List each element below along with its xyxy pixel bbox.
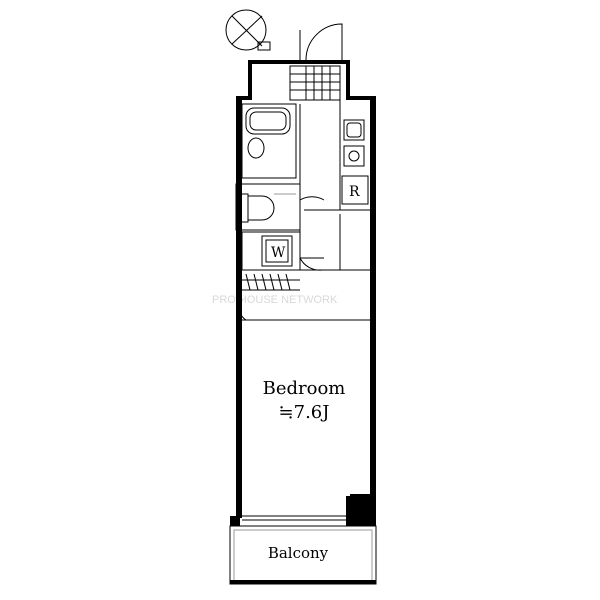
toilet: [239, 193, 296, 223]
fridge-label: R: [349, 184, 360, 200]
door-swings: [238, 196, 325, 321]
kitchen: R: [341, 119, 369, 205]
bedroom-label: Bedroom: [263, 378, 346, 399]
exterior-walls: [230, 60, 376, 526]
closet: [240, 273, 300, 291]
balcony: [229, 525, 377, 585]
watermark-text: PRO HOUSE NETWORK: [212, 294, 338, 306]
entrance: [289, 23, 343, 101]
interior-walls: [235, 100, 370, 526]
balcony-label: Balcony: [268, 544, 329, 562]
outdoor-unit: [225, 9, 271, 51]
washer: W: [261, 235, 293, 267]
bedroom-size: ≒7.6J: [279, 402, 330, 423]
bathtub: [245, 107, 291, 159]
washer-label: W: [271, 245, 286, 261]
